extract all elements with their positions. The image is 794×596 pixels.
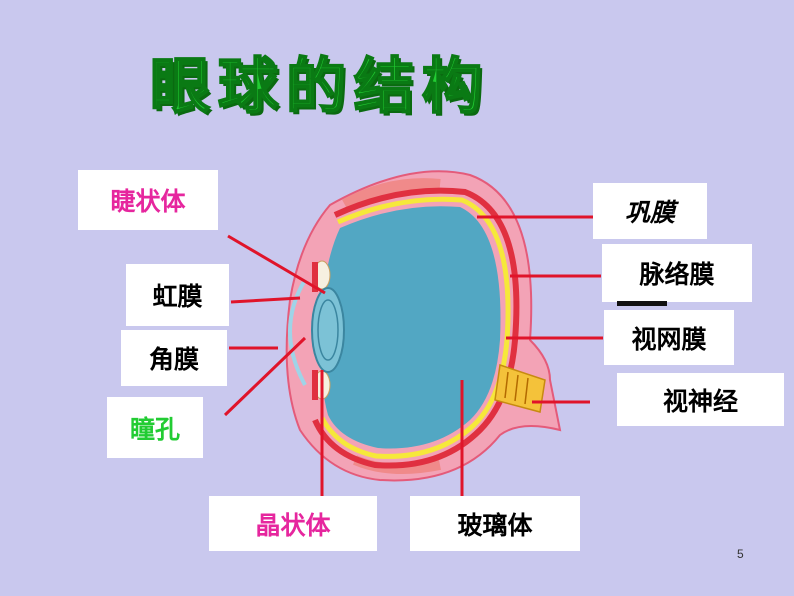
page-title: 眼球的结构 (149, 51, 490, 123)
label-lens: 晶状体 (209, 496, 377, 551)
pointer-iris (230, 296, 301, 304)
eyelid-muscle-shape (342, 178, 441, 211)
eye-lens-ring (317, 299, 339, 361)
page-number: 5 (737, 547, 744, 561)
eye-vitreous-shape (320, 206, 501, 449)
label-pupil: 瞳孔 (107, 397, 203, 458)
pointer-lines (223, 215, 603, 496)
optic-nerve-stripe (514, 374, 519, 402)
eye-iris-shape-lower (312, 370, 318, 400)
divider-bar (617, 301, 667, 306)
label-iris: 虹膜 (126, 264, 229, 326)
pointer-pupil (223, 336, 307, 417)
label-cornea: 角膜 (121, 330, 227, 386)
label-retina: 视网膜 (604, 310, 734, 365)
label-sclera: 巩膜 (593, 183, 707, 239)
optic-nerve-stripe (504, 371, 509, 399)
label-ciliary-body: 睫状体 (78, 170, 218, 230)
eye-cornea-shape (288, 278, 307, 386)
label-choroid: 脉络膜 (602, 244, 752, 302)
optic-nerve-stripe (524, 377, 529, 405)
eye-iris-shape (312, 262, 318, 292)
eye-lens-shape (311, 287, 345, 373)
pointer-ciliary (227, 234, 326, 295)
label-optic-nerve: 视神经 (617, 373, 784, 426)
label-vitreous: 玻璃体 (410, 496, 580, 551)
